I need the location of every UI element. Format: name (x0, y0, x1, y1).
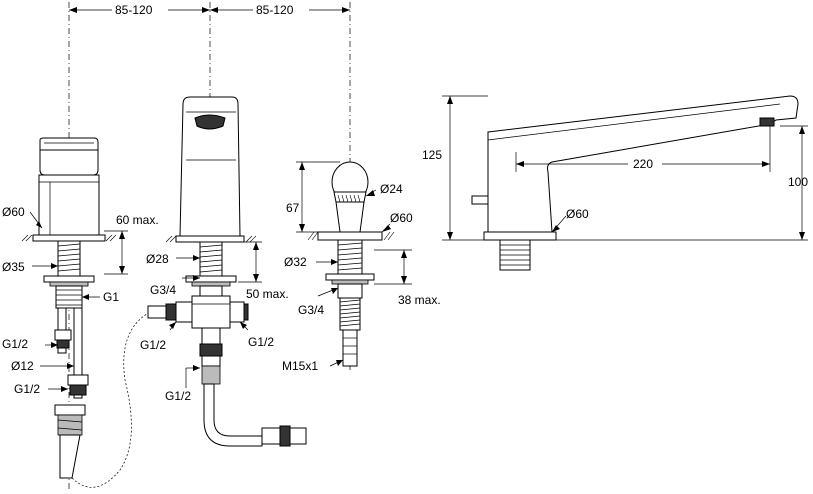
flexible-hose-path (71, 311, 151, 488)
spout-length-220: 220 (633, 157, 653, 171)
middle-max-50: 50 max. (246, 287, 289, 301)
diverter-diameter-60: Ø60 (390, 211, 413, 225)
diverter-diameter-24: Ø24 (380, 182, 403, 196)
left-valve-handle (21, 137, 117, 479)
middle-thread-g12-c: G1/2 (140, 338, 166, 352)
diverter-height-67: 67 (286, 201, 300, 215)
left-thread-g12-b: G1/2 (14, 382, 40, 396)
middle-thread-g12-d: G1/2 (248, 335, 274, 349)
left-thread-g1: G1 (103, 290, 119, 304)
diverter-diameter-32: Ø32 (284, 255, 307, 269)
diverter-max-38: 38 max. (398, 293, 441, 307)
spacing-right-label: 85-120 (256, 3, 294, 17)
diverter-knob (307, 161, 395, 367)
top-spacing-dimensions (69, 2, 350, 16)
left-diameter-35: Ø35 (2, 260, 25, 274)
left-dimension-lines (29, 211, 128, 392)
spout-side-view (471, 95, 799, 271)
middle-dimension-lines (169, 241, 262, 388)
middle-mixer-body (147, 96, 307, 447)
spout-diameter-60: Ø60 (566, 207, 589, 221)
middle-diameter-28: Ø28 (146, 252, 169, 266)
spout-height-100: 100 (788, 175, 808, 189)
middle-thread-g34: G3/4 (150, 283, 176, 297)
left-thread-g12-a: G1/2 (2, 337, 28, 351)
diverter-dimension-lines (296, 161, 412, 367)
spout-dimension-lines (442, 95, 808, 241)
diverter-thread-m15: M15x1 (282, 359, 318, 373)
left-diameter-12: Ø12 (11, 359, 34, 373)
spacing-left-label: 85-120 (115, 3, 153, 17)
left-max-60: 60 max. (116, 213, 159, 227)
diverter-thread-g34: G3/4 (298, 303, 324, 317)
left-diameter-60: Ø60 (2, 205, 25, 219)
spout-height-125: 125 (422, 148, 442, 162)
middle-thread-g12-e: G1/2 (165, 389, 191, 403)
